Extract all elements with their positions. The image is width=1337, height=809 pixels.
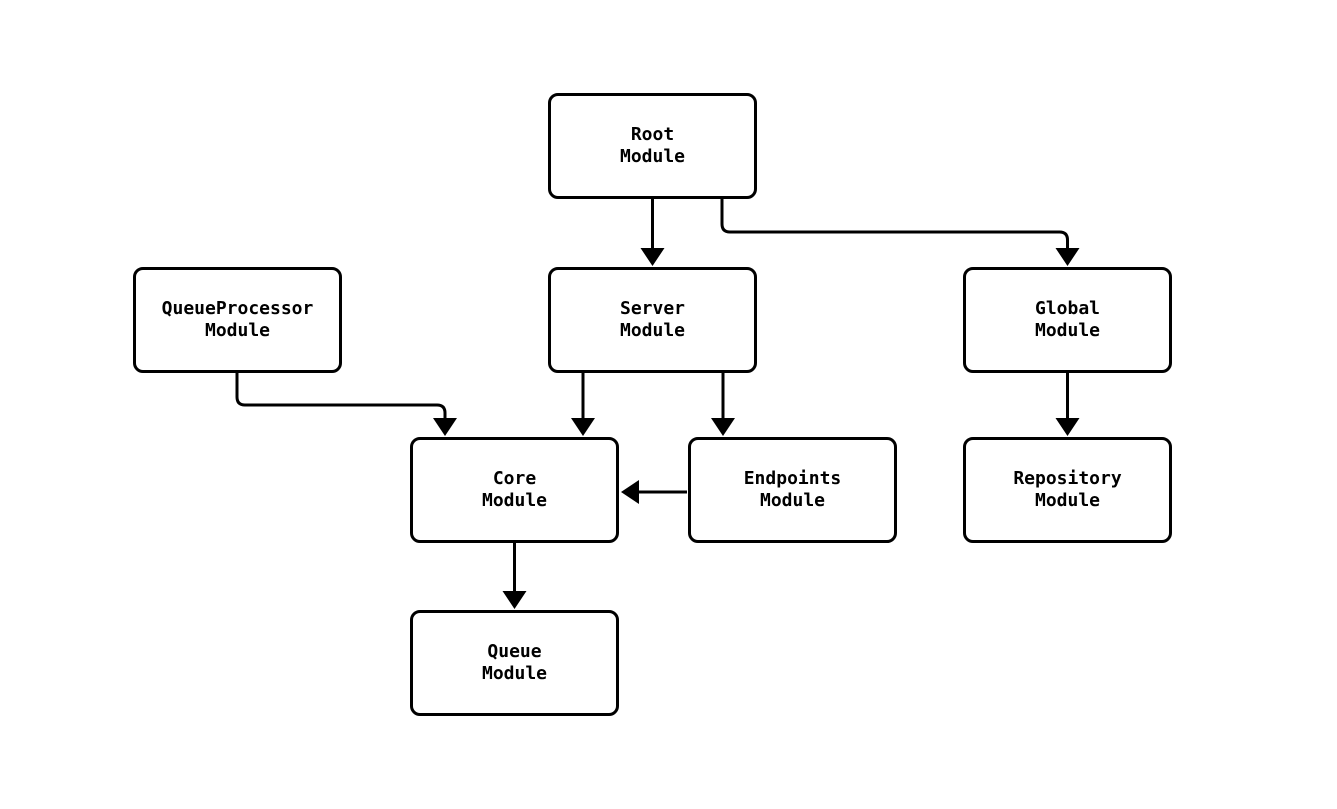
- node-label-line1: Queue: [487, 641, 542, 662]
- node-endpoints-module: Endpoints Module: [688, 437, 897, 543]
- node-label-line1: QueueProcessor: [161, 298, 314, 319]
- node-label-line2: Module: [481, 663, 548, 684]
- node-label-line2: Module: [204, 320, 271, 341]
- node-label-line1: Endpoints: [743, 468, 842, 489]
- node-global-module: Global Module: [963, 267, 1172, 373]
- edge-global-to-repository: [1055, 372, 1080, 436]
- node-core-module: Core Module: [410, 437, 619, 543]
- node-queue-module: Queue Module: [410, 610, 619, 716]
- node-label-line1: Repository: [1013, 468, 1122, 489]
- node-label-line1: Global: [1034, 298, 1101, 319]
- node-label-line2: Module: [1034, 320, 1101, 341]
- edge-endpoints-to-core: [621, 480, 687, 504]
- node-label-line2: Module: [759, 490, 826, 511]
- node-label-line2: Module: [619, 146, 686, 167]
- edge-server-to-endpoints: [711, 372, 735, 436]
- edge-queueprocessor-to-core: [235, 372, 457, 436]
- node-label-line2: Module: [481, 490, 548, 511]
- node-label-line1: Root: [630, 124, 675, 145]
- edge-root-to-server: [640, 198, 665, 266]
- edge-server-to-core: [571, 372, 595, 436]
- edge-core-to-queue: [502, 542, 527, 609]
- node-label-line2: Module: [619, 320, 686, 341]
- node-label-line2: Module: [1034, 490, 1101, 511]
- node-label-line1: Server: [619, 298, 686, 319]
- edge-root-to-global: [720, 198, 1080, 266]
- node-repository-module: Repository Module: [963, 437, 1172, 543]
- node-queueprocessor-module: QueueProcessor Module: [133, 267, 342, 373]
- node-label-line1: Core: [492, 468, 537, 489]
- node-root-module: Root Module: [548, 93, 757, 199]
- node-server-module: Server Module: [548, 267, 757, 373]
